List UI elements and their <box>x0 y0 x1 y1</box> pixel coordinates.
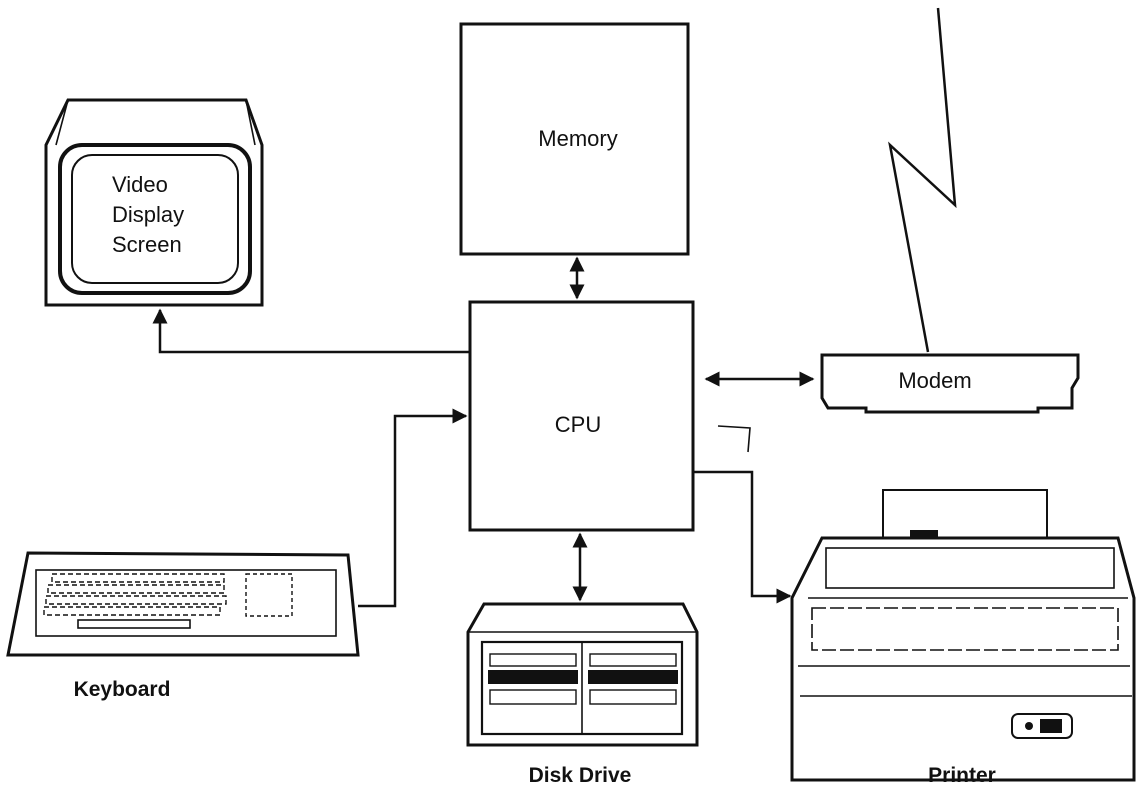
transmission-line <box>888 7 957 353</box>
cpu-printer-connector <box>693 470 792 604</box>
bracket-mark <box>717 425 751 453</box>
display-label-line3: Screen <box>112 232 182 257</box>
cpu-block: CPU <box>468 300 695 532</box>
printer-device: Printer <box>790 489 1136 787</box>
disk-drive-device: Disk Drive <box>466 602 699 787</box>
display-label-line1: Video <box>112 172 168 197</box>
modem-device: Modem <box>820 353 1080 414</box>
keyboard-device: Keyboard <box>6 551 360 701</box>
cpu-display-connector <box>152 308 470 354</box>
video-display-monitor: Video Display Screen <box>44 98 264 307</box>
modem-label: Modem <box>898 368 971 393</box>
cpu-label: CPU <box>555 412 601 437</box>
memory-label: Memory <box>538 126 617 151</box>
printer-label: Printer <box>928 764 996 787</box>
disk-drive-label: Disk Drive <box>529 764 632 787</box>
display-label-line2: Display <box>112 202 184 227</box>
keyboard-label: Keyboard <box>74 678 171 701</box>
keyboard-keys <box>43 573 293 629</box>
keyboard-cpu-connector <box>358 408 468 608</box>
memory-block: Memory <box>459 22 690 256</box>
